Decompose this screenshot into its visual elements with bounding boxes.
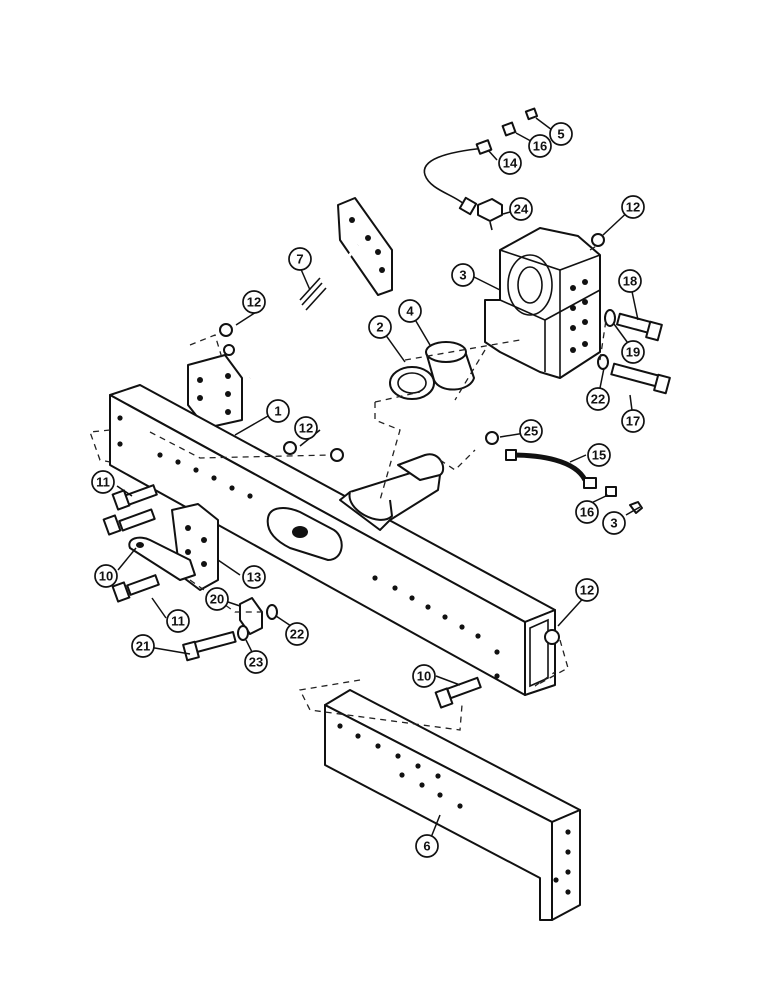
pedestal-bracket bbox=[484, 227, 605, 379]
svg-text:25: 25 bbox=[524, 424, 538, 439]
callout-16: 16 bbox=[528, 134, 552, 158]
svg-text:21: 21 bbox=[136, 639, 150, 654]
svg-text:19: 19 bbox=[626, 345, 640, 360]
svg-text:4: 4 bbox=[406, 304, 414, 319]
pivot-shaft bbox=[339, 453, 445, 531]
nut-12-right bbox=[544, 629, 560, 645]
svg-text:18: 18 bbox=[623, 274, 637, 289]
callout-2: 2 bbox=[368, 315, 392, 339]
callout-19: 19 bbox=[621, 340, 645, 364]
svg-text:17: 17 bbox=[626, 414, 640, 429]
svg-text:23: 23 bbox=[249, 655, 263, 670]
callout-21: 21 bbox=[131, 634, 155, 658]
svg-text:2: 2 bbox=[376, 320, 383, 335]
extension-6 bbox=[324, 689, 581, 921]
callout-12: 12 bbox=[294, 416, 318, 440]
callout-17: 17 bbox=[621, 409, 645, 433]
svg-text:7: 7 bbox=[296, 252, 303, 267]
callout-3: 3 bbox=[451, 263, 475, 287]
callout-12: 12 bbox=[621, 195, 645, 219]
callout-4: 4 bbox=[398, 299, 422, 323]
bolt-10-lower bbox=[434, 676, 482, 709]
svg-text:11: 11 bbox=[171, 614, 185, 629]
svg-text:10: 10 bbox=[417, 669, 431, 684]
svg-text:14: 14 bbox=[503, 156, 518, 171]
svg-text:12: 12 bbox=[626, 200, 640, 215]
svg-text:20: 20 bbox=[210, 592, 224, 607]
svg-text:6: 6 bbox=[423, 839, 430, 854]
callouts: 1 2 3 3 4 5 6 7 10 10 11 11 12 12 12 12 … bbox=[91, 122, 645, 858]
svg-text:16: 16 bbox=[533, 139, 547, 154]
callout-11: 11 bbox=[166, 609, 190, 633]
bolt-11-lower bbox=[111, 574, 160, 603]
svg-text:24: 24 bbox=[514, 202, 529, 217]
callout-20: 20 bbox=[205, 587, 229, 611]
clip-20 bbox=[237, 597, 278, 641]
assembly-dashed-lines bbox=[89, 244, 607, 731]
callout-22: 22 bbox=[586, 387, 610, 411]
callout-1: 1 bbox=[266, 399, 290, 423]
adjuster-rod bbox=[187, 197, 393, 429]
callout-10: 10 bbox=[94, 564, 118, 588]
svg-text:12: 12 bbox=[299, 421, 313, 436]
callout-15: 15 bbox=[587, 443, 611, 467]
hose-assembly-mid bbox=[485, 431, 643, 514]
svg-text:1: 1 bbox=[274, 404, 281, 419]
callout-22: 22 bbox=[285, 622, 309, 646]
callout-5: 5 bbox=[549, 122, 573, 146]
callout-12: 12 bbox=[242, 290, 266, 314]
svg-text:16: 16 bbox=[580, 505, 594, 520]
beam-holes bbox=[117, 415, 500, 679]
callout-6: 6 bbox=[415, 834, 439, 858]
svg-text:3: 3 bbox=[459, 268, 466, 283]
callout-10: 10 bbox=[412, 664, 436, 688]
callout-3: 3 bbox=[602, 511, 626, 535]
svg-text:22: 22 bbox=[591, 392, 605, 407]
svg-text:5: 5 bbox=[557, 127, 564, 142]
callout-13: 13 bbox=[242, 565, 266, 589]
bolt-10-left bbox=[102, 508, 156, 536]
bolt-18 bbox=[604, 309, 663, 342]
callout-14: 14 bbox=[498, 151, 522, 175]
callout-24: 24 bbox=[509, 197, 533, 221]
callout-12: 12 bbox=[575, 578, 599, 602]
callout-18: 18 bbox=[618, 269, 642, 293]
bolt-11-upper bbox=[111, 484, 158, 511]
svg-text:12: 12 bbox=[247, 295, 261, 310]
callout-23: 23 bbox=[244, 650, 268, 674]
callout-25: 25 bbox=[519, 419, 543, 443]
ring-2 bbox=[389, 366, 435, 400]
bracket-13 bbox=[128, 503, 219, 591]
bolt-17 bbox=[597, 354, 671, 395]
svg-text:10: 10 bbox=[99, 569, 113, 584]
callout-7: 7 bbox=[288, 247, 312, 271]
svg-text:13: 13 bbox=[247, 570, 261, 585]
svg-text:12: 12 bbox=[580, 583, 594, 598]
svg-text:3: 3 bbox=[610, 516, 617, 531]
svg-text:22: 22 bbox=[290, 627, 304, 642]
callout-11: 11 bbox=[91, 470, 115, 494]
hose-assembly-top bbox=[423, 107, 539, 231]
nuts-12-mid bbox=[283, 441, 344, 462]
svg-text:15: 15 bbox=[592, 448, 606, 463]
svg-text:11: 11 bbox=[96, 475, 110, 490]
callout-16: 16 bbox=[575, 500, 599, 524]
bolt-21 bbox=[182, 630, 237, 662]
